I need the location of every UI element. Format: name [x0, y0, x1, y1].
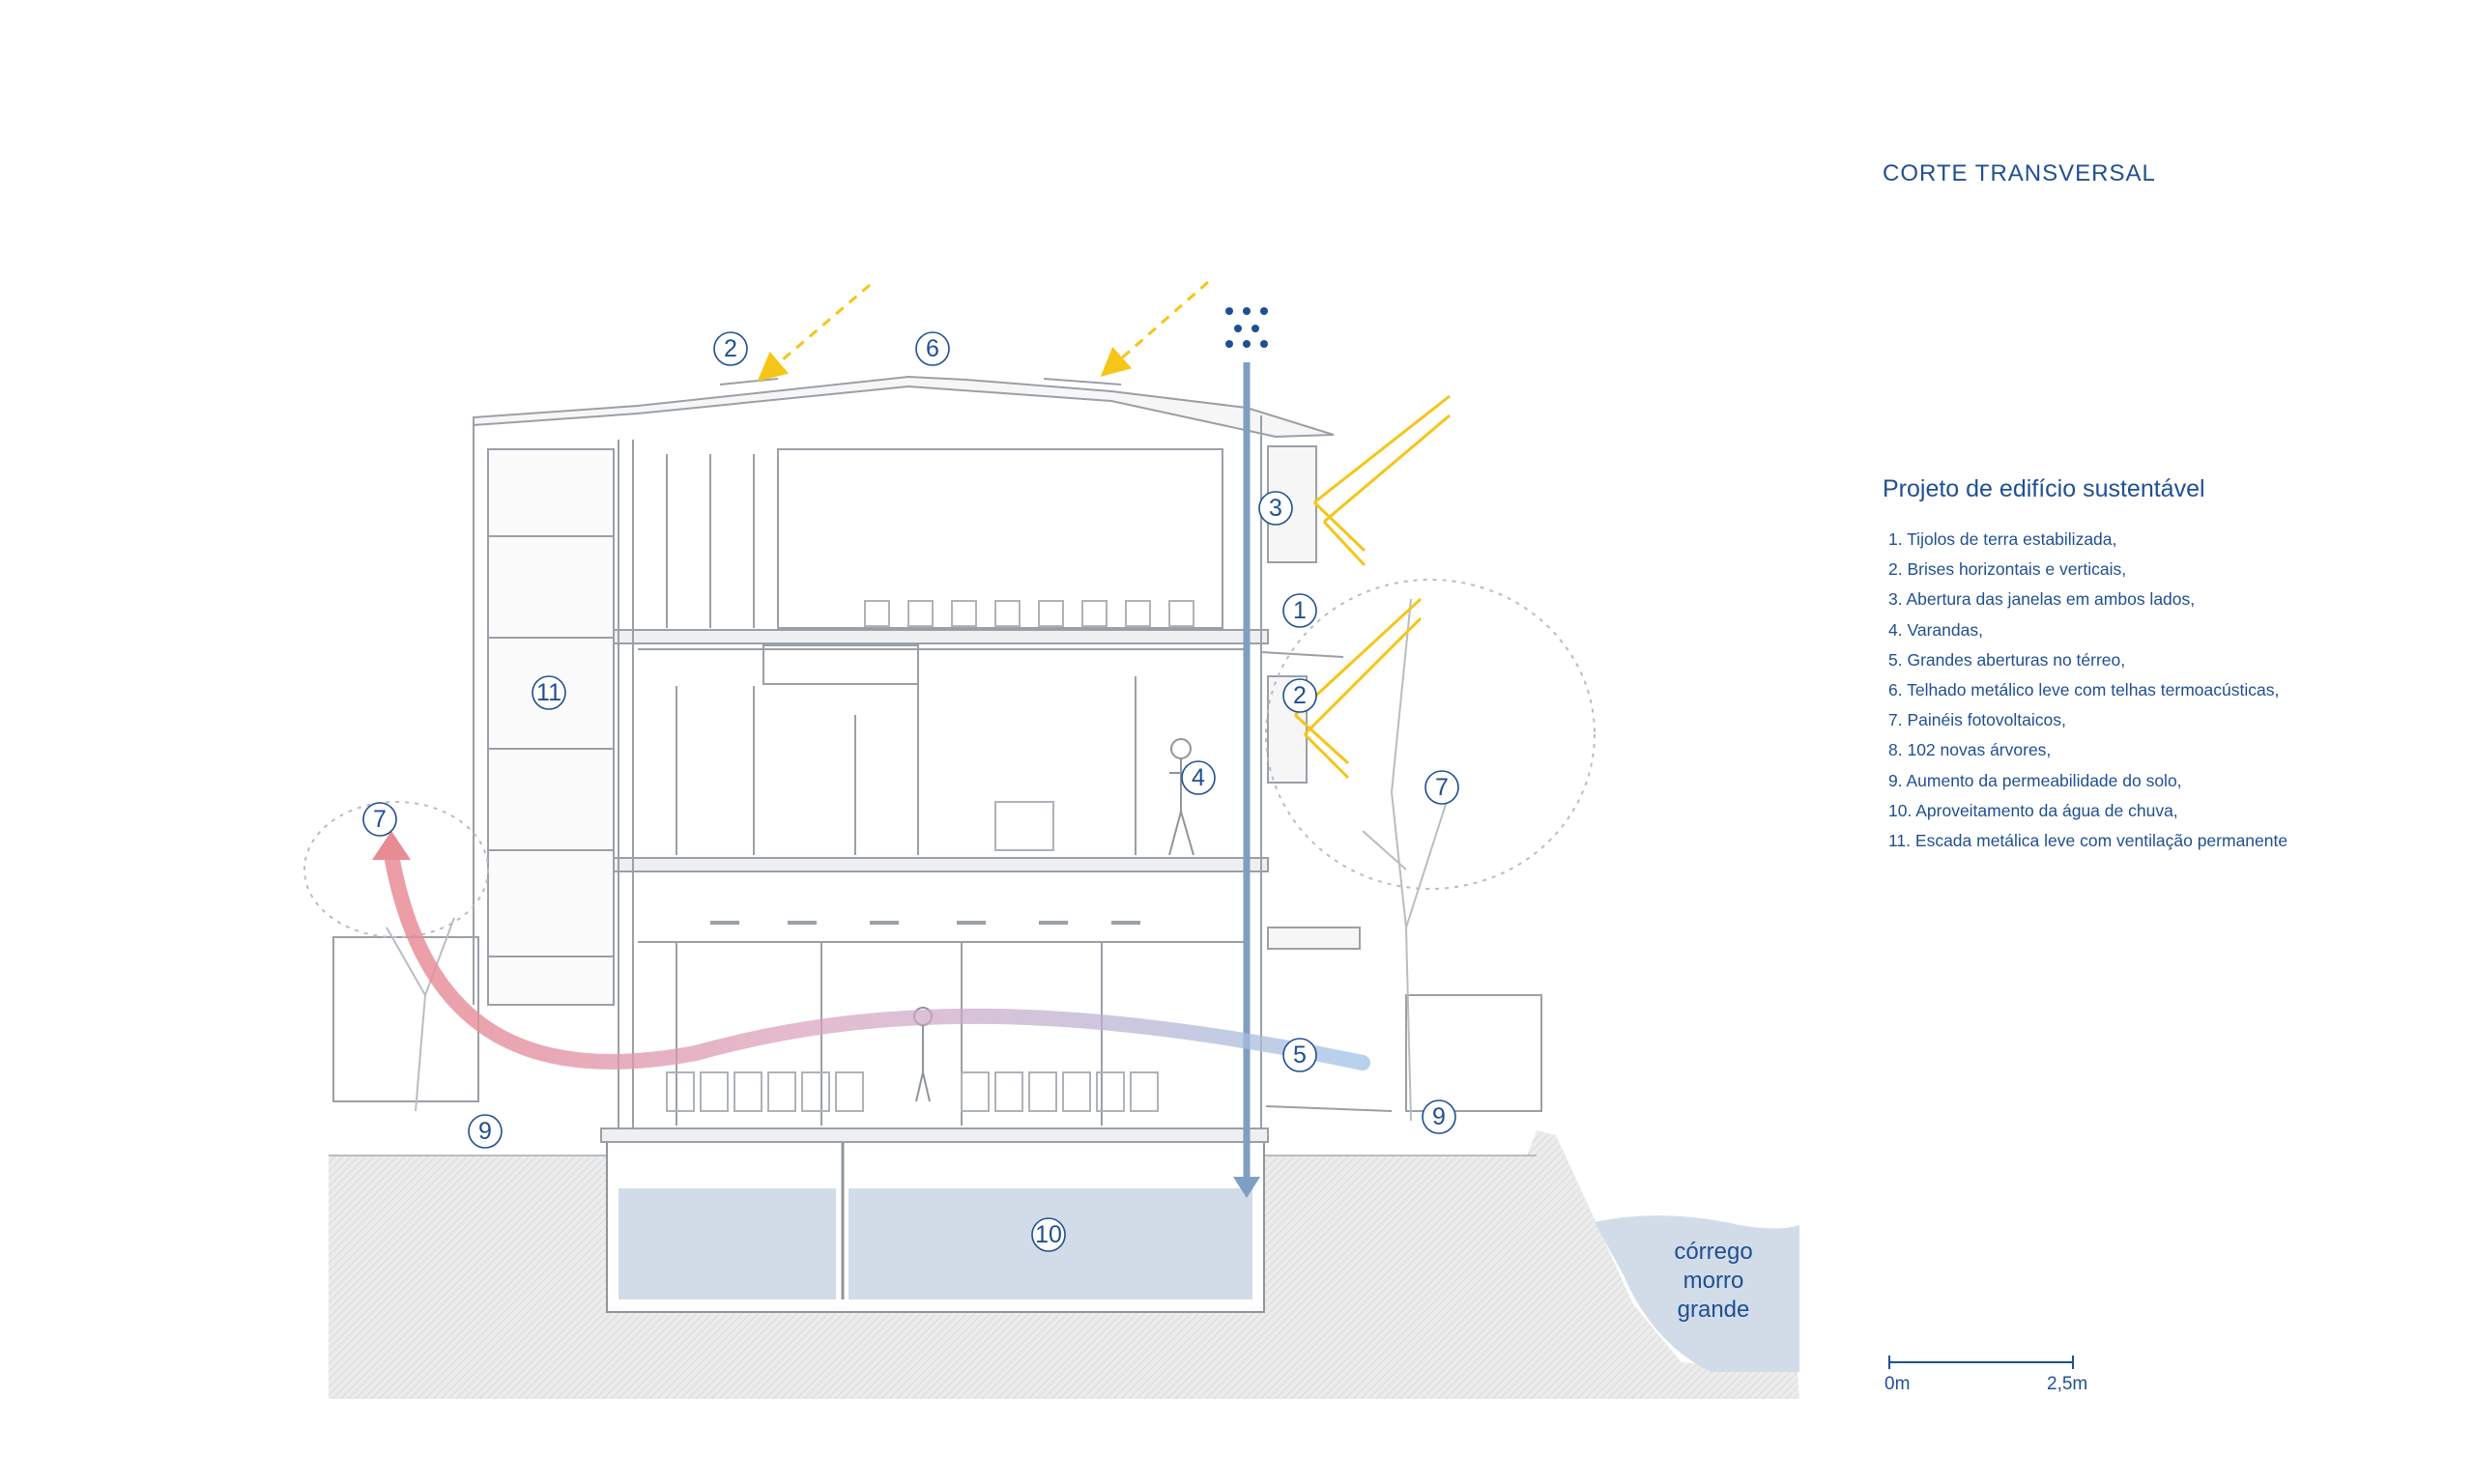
- marker-2-roof-label: 2: [724, 335, 737, 362]
- marker-9-left-label: 9: [478, 1118, 492, 1145]
- marker-4-label: 4: [1192, 764, 1205, 791]
- legend-item: 5. Grandes aberturas no térreo,: [1888, 649, 2126, 670]
- sun-rays: [757, 280, 1451, 780]
- marker-1: [1282, 593, 1317, 628]
- marker-4: [1181, 760, 1216, 795]
- marker-6-roof-label: 6: [926, 335, 939, 362]
- legend-item: 7. Painéis fotovoltaicos,: [1888, 710, 2066, 730]
- marker-10-label: 10: [1035, 1221, 1062, 1248]
- cistern: [606, 1139, 1265, 1313]
- marker-7-right: [1424, 770, 1459, 805]
- marker-5: [1282, 1038, 1317, 1072]
- marker-7-left-label: 7: [373, 806, 387, 833]
- rainwater-arrowhead: [1233, 1177, 1260, 1198]
- scale-start-label: 0m: [1884, 1374, 1911, 1394]
- legend-item: 9. Aumento da permeabilidade do solo,: [1888, 770, 2182, 790]
- tree-right: [1265, 579, 1596, 1122]
- tree-left: [303, 801, 489, 1112]
- stream-water: [1595, 1215, 1799, 1372]
- marker-2-side: [1282, 678, 1317, 713]
- marker-3-label: 3: [1269, 495, 1282, 522]
- marker-1-label: 1: [1293, 597, 1307, 624]
- legend-list: 1. Tijolos de terra estabilizada, 2. Bri…: [1888, 525, 2287, 856]
- furniture: [666, 600, 1194, 1112]
- marker-9-right-label: 9: [1432, 1103, 1446, 1130]
- stream-label-1: córrego: [1674, 1239, 1752, 1265]
- marker-11-label: 11: [536, 679, 561, 706]
- marker-2-side-label: 2: [1293, 682, 1307, 709]
- airflow-path: [384, 847, 1370, 1070]
- scale-end-label: 2,5m: [2047, 1374, 2088, 1394]
- markers: [362, 331, 1459, 1252]
- legend-item: 4. Varandas,: [1888, 619, 1983, 640]
- stream-label-3: grande: [1678, 1297, 1750, 1323]
- legend-item: 1. Tijolos de terra estabilizada,: [1888, 529, 2117, 549]
- marker-10: [1031, 1217, 1066, 1252]
- marker-5-label: 5: [1293, 1042, 1307, 1069]
- people: [913, 738, 1194, 1102]
- legend-item: 3. Abertura das janelas em ambos lados,: [1888, 589, 2196, 610]
- airflow-arrowhead: [372, 831, 411, 860]
- page-title: CORTE TRANSVERSAL: [1883, 160, 2156, 186]
- legend-item: 2. Brises horizontais e verticais,: [1888, 559, 2127, 580]
- legend-item: 6. Telhado metálico leve com telhas term…: [1888, 680, 2280, 700]
- marker-9-right: [1422, 1099, 1456, 1134]
- marker-7-left: [362, 802, 397, 837]
- marker-6-roof: [915, 331, 950, 366]
- rain-icon: [1225, 307, 1268, 348]
- legend-item: 8. 102 novas árvores,: [1888, 740, 2052, 760]
- marker-2-roof: [713, 331, 748, 366]
- legend-item: 11. Escada metálica leve com ventilação …: [1888, 831, 2288, 851]
- scale-bar: [1888, 1356, 2074, 1369]
- marker-3: [1258, 491, 1293, 526]
- marker-7-right-label: 7: [1435, 774, 1449, 801]
- marker-11: [532, 675, 566, 710]
- legend-subtitle: Projeto de edifício sustentável: [1883, 475, 2205, 502]
- marker-9-left: [468, 1114, 503, 1149]
- legend-item: 10. Aproveitamento da água de chuva,: [1888, 800, 2178, 820]
- stream-label-2: morro: [1683, 1268, 1744, 1294]
